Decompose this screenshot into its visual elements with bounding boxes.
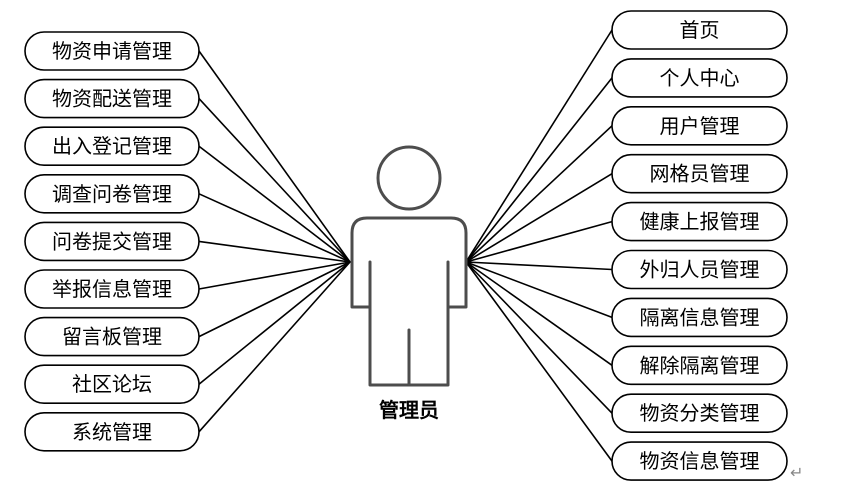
use-case-ellipse — [611, 153, 788, 194]
right-connector-line — [465, 173, 613, 263]
use-case-label: 健康上报管理 — [640, 210, 760, 234]
right-use-case-3: 用户管理 — [611, 106, 788, 146]
right-connector-line — [465, 261, 613, 271]
right-use-case-10: 物资信息管理 — [611, 441, 788, 481]
left-use-case-5: 问卷提交管理 — [24, 221, 200, 262]
right-connector-line — [465, 220, 613, 263]
left-connector-line — [198, 261, 351, 385]
use-case-label: 调查问卷管理 — [52, 182, 172, 206]
right-connector-line — [465, 261, 613, 319]
use-case-ellipse — [24, 78, 200, 119]
use-case-label: 系统管理 — [72, 420, 152, 444]
use-case-label: 隔离信息管理 — [640, 305, 760, 329]
actor-body — [350, 216, 468, 387]
use-case-ellipse — [24, 221, 200, 262]
use-case-ellipse — [24, 126, 200, 166]
use-case-ellipse — [611, 201, 788, 242]
use-case-ellipse — [24, 411, 200, 452]
use-case-ellipse — [24, 269, 200, 309]
right-connector-line — [465, 261, 613, 414]
use-case-label: 外归人员管理 — [640, 258, 760, 282]
use-case-ellipse — [611, 106, 788, 146]
right-use-case-group: 首页个人中心用户管理网格员管理健康上报管理外归人员管理隔离信息管理解除隔离管理物… — [611, 10, 788, 481]
left-use-case-group: 物资申请管理物资配送管理出入登记管理调查问卷管理问卷提交管理举报信息管理留言板管… — [24, 31, 200, 452]
use-case-ellipse — [611, 58, 788, 98]
use-case-label: 用户管理 — [660, 114, 740, 138]
use-case-label: 物资信息管理 — [640, 449, 760, 473]
left-use-case-3: 出入登记管理 — [24, 126, 200, 166]
right-use-case-2: 个人中心 — [611, 58, 788, 98]
use-case-ellipse — [611, 10, 788, 50]
left-use-case-9: 系统管理 — [24, 411, 200, 452]
left-use-case-2: 物资配送管理 — [24, 78, 200, 119]
use-case-ellipse — [611, 345, 788, 386]
use-case-label: 网格员管理 — [650, 162, 750, 186]
actor-head — [376, 145, 442, 211]
right-use-case-4: 网格员管理 — [611, 153, 788, 194]
right-use-case-9: 物资分类管理 — [611, 393, 788, 434]
use-case-label: 留言板管理 — [62, 325, 162, 349]
left-connector-line — [198, 50, 351, 263]
use-case-ellipse — [24, 31, 200, 71]
left-use-case-1: 物资申请管理 — [24, 31, 200, 71]
use-case-label: 解除隔离管理 — [640, 353, 760, 377]
left-connector-line — [198, 261, 351, 338]
right-connector-line — [465, 261, 613, 366]
left-use-case-7: 留言板管理 — [24, 316, 200, 357]
use-case-label: 首页 — [680, 18, 720, 42]
use-case-label: 物资分类管理 — [640, 401, 760, 425]
actor-label: 管理员 — [379, 398, 439, 422]
use-case-label: 举报信息管理 — [52, 277, 172, 301]
use-case-label: 物资申请管理 — [52, 39, 172, 63]
left-connector-line — [198, 193, 351, 263]
right-use-case-7: 隔离信息管理 — [611, 297, 788, 338]
use-case-label: 物资配送管理 — [52, 87, 172, 111]
right-use-case-5: 健康上报管理 — [611, 201, 788, 242]
left-connector-line — [198, 261, 351, 433]
use-case-label: 社区论坛 — [72, 372, 152, 396]
use-case-ellipse — [611, 393, 788, 434]
use-case-ellipse — [611, 441, 788, 481]
paragraph-mark: ↵ — [790, 463, 803, 482]
use-case-ellipse — [24, 316, 200, 357]
connector-lines — [198, 29, 613, 462]
left-connector-line — [198, 98, 351, 263]
use-case-ellipse — [611, 249, 788, 290]
right-connector-line — [465, 261, 613, 462]
use-case-label: 问卷提交管理 — [52, 229, 172, 253]
right-use-case-8: 解除隔离管理 — [611, 345, 788, 386]
left-use-case-4: 调查问卷管理 — [24, 174, 200, 214]
use-case-label: 个人中心 — [660, 66, 740, 90]
left-connector-line — [198, 261, 351, 290]
right-use-case-6: 外归人员管理 — [611, 249, 788, 290]
right-connector-line — [465, 125, 613, 263]
use-case-ellipse — [24, 174, 200, 214]
administrator-actor-icon — [350, 145, 468, 387]
right-connector-line — [465, 29, 613, 263]
use-case-ellipse — [24, 364, 200, 405]
left-use-case-6: 举报信息管理 — [24, 269, 200, 309]
use-case-ellipse — [611, 297, 788, 338]
right-connector-line — [465, 77, 613, 263]
left-connector-line — [198, 145, 351, 263]
use-case-label: 出入登记管理 — [52, 134, 172, 158]
right-use-case-1: 首页 — [611, 10, 788, 50]
left-use-case-8: 社区论坛 — [24, 364, 200, 405]
left-connector-line — [198, 240, 351, 263]
